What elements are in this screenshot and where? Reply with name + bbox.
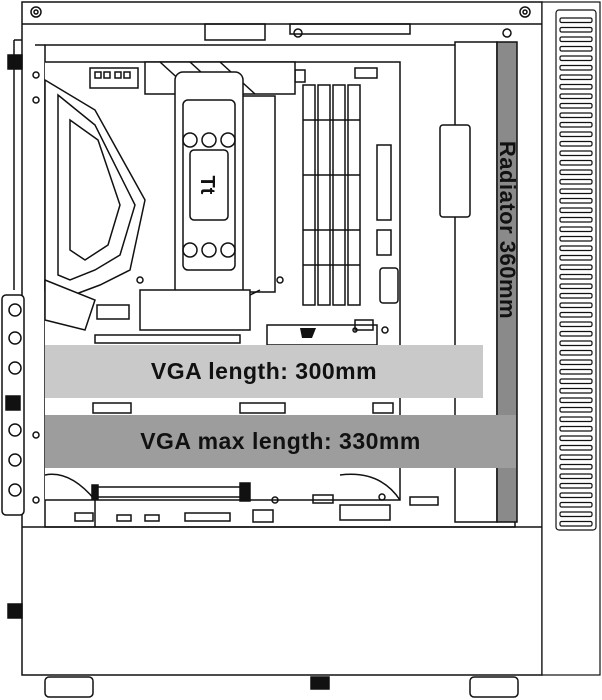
tt-logo: Tt	[196, 176, 218, 195]
radiator-bracket	[439, 41, 518, 523]
mesh-slot	[559, 302, 593, 309]
mesh-slot	[559, 83, 593, 90]
mesh-slot	[559, 245, 593, 252]
mesh-slot	[559, 311, 593, 318]
mesh-slot	[559, 112, 593, 119]
mesh-slot	[559, 435, 593, 442]
mesh-slot	[559, 64, 593, 71]
mesh-slot	[559, 397, 593, 404]
ram-slots	[302, 84, 361, 306]
mesh-slot	[559, 254, 593, 261]
mesh-slot	[559, 197, 593, 204]
mesh-slot	[559, 511, 593, 518]
mesh-slot	[559, 368, 593, 375]
radiator-label-box: Radiator 360mm	[495, 110, 520, 350]
cpu-cooler	[144, 61, 296, 301]
mesh-slot	[559, 45, 593, 52]
mesh-slot	[559, 36, 593, 43]
mesh-slot	[559, 292, 593, 299]
mesh-slot	[559, 74, 593, 81]
mesh-slot	[559, 121, 593, 128]
mesh-slot	[559, 26, 593, 33]
mesh-slot	[559, 330, 593, 337]
vga-length-label: VGA length: 300mm	[150, 358, 378, 384]
mesh-slot	[559, 492, 593, 499]
vga-length-band: VGA length: 300mm	[45, 345, 483, 398]
mesh-slot	[559, 216, 593, 223]
mesh-slot	[559, 378, 593, 385]
mesh-slot	[559, 349, 593, 356]
mesh-slot	[559, 55, 593, 62]
mesh-slot	[559, 235, 593, 242]
mesh-slot	[559, 425, 593, 432]
mesh-slot	[559, 264, 593, 271]
mesh-slot	[559, 102, 593, 109]
mesh-slot	[559, 387, 593, 394]
mesh-slot	[559, 178, 593, 185]
mesh-slot	[559, 501, 593, 508]
mesh-slot	[559, 140, 593, 147]
mesh-slot	[559, 520, 593, 527]
mesh-slot	[559, 131, 593, 138]
mesh-slot	[559, 150, 593, 157]
mesh-slot	[559, 473, 593, 480]
front-io-ports	[1, 294, 25, 516]
mesh-slot	[559, 444, 593, 451]
mesh-slot	[559, 17, 593, 24]
eps-pins	[94, 71, 131, 79]
mesh-slot	[559, 226, 593, 233]
case-feet	[44, 676, 519, 698]
mesh-slot	[559, 406, 593, 413]
vga-max-length-band: VGA max length: 330mm	[45, 415, 516, 468]
mesh-slot	[559, 463, 593, 470]
mesh-slot	[559, 283, 593, 290]
mesh-slot	[559, 159, 593, 166]
chipset-logo	[300, 328, 316, 338]
mesh-slot	[559, 273, 593, 280]
vga-max-length-label: VGA max length: 330mm	[140, 428, 421, 454]
mesh-slot	[559, 93, 593, 100]
radiator-label: Radiator 360mm	[495, 140, 520, 320]
mesh-slot	[559, 359, 593, 366]
mesh-slot	[559, 207, 593, 214]
mesh-slot	[559, 454, 593, 461]
mesh-slot	[559, 340, 593, 347]
mesh-slot	[559, 416, 593, 423]
mesh-slot	[559, 188, 593, 195]
front-mesh-panel	[541, 1, 601, 676]
mesh-slot	[559, 169, 593, 176]
tt-logo-text: Tt	[196, 176, 218, 195]
mesh-slot	[559, 321, 593, 328]
mesh-slot	[559, 482, 593, 489]
